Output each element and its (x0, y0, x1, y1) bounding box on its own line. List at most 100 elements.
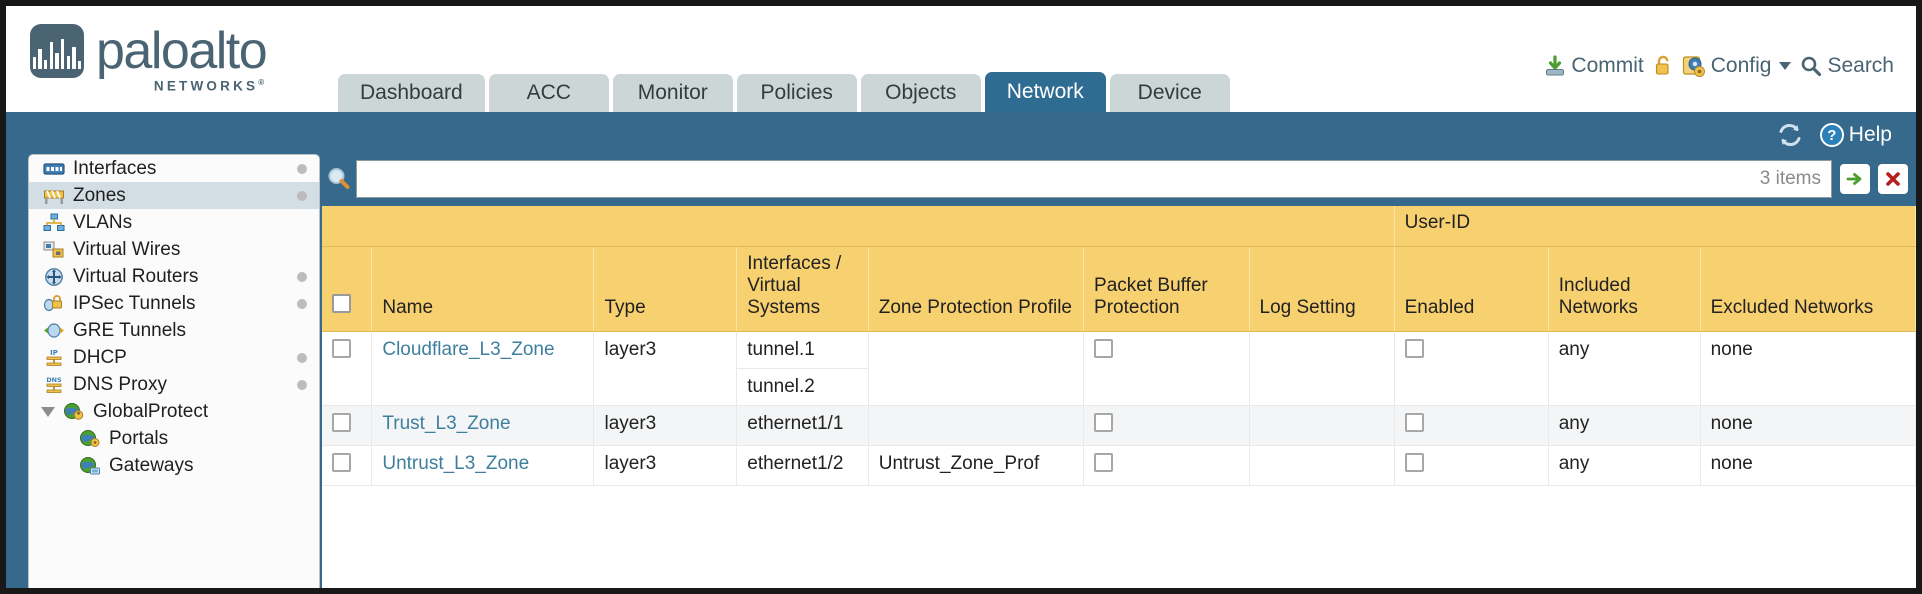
status-dot (297, 352, 307, 363)
userid-enabled-checkbox[interactable] (1404, 339, 1424, 358)
column-header-packet-buffer[interactable]: Packet Buffer Protection (1083, 246, 1250, 332)
tab-acc[interactable]: ACC (488, 74, 609, 112)
table-row[interactable]: Untrust_L3_Zone layer3 ethernet1/2 Untru… (322, 445, 1916, 486)
interface-entry: ethernet1/1 (747, 413, 844, 434)
sidebar-item-label: Interfaces (73, 157, 157, 179)
row-select-cell (322, 331, 373, 406)
commit-download-icon (1546, 55, 1565, 76)
sidebar-item-vlans[interactable]: VLANs (29, 209, 319, 236)
search-input[interactable]: 3 items (356, 160, 1832, 198)
sidebar-item-virtual-routers[interactable]: Virtual Routers (29, 263, 319, 290)
packet-buffer-checkbox[interactable] (1094, 339, 1114, 358)
cell-enabled (1394, 405, 1549, 446)
tab-monitor[interactable]: Monitor (612, 74, 733, 112)
gateways-icon (77, 456, 103, 476)
column-header-included[interactable]: Included Networks (1548, 246, 1701, 332)
svg-text:DNS: DNS (46, 376, 62, 384)
cell-log-setting (1249, 405, 1395, 446)
sidebar-item-zones[interactable]: Zones (29, 182, 319, 209)
vlans-icon (41, 213, 67, 232)
table-row[interactable]: Cloudflare_L3_Zone layer3 tunnel.1 tunne… (322, 331, 1916, 406)
column-header-enabled[interactable]: Enabled (1394, 246, 1549, 332)
sidebar-item-label: Zones (73, 184, 126, 206)
sidebar-item-ipsec-tunnels[interactable]: IPSec Tunnels (29, 290, 319, 317)
column-header-log-setting[interactable]: Log Setting (1249, 246, 1395, 332)
search-button[interactable]: Search (1800, 54, 1894, 78)
top-header: paloalto NETWORKS® Dashboard ACC Monitor… (6, 6, 1916, 112)
cell-included-networks: any (1548, 405, 1701, 446)
cell-type: layer3 (593, 405, 738, 446)
sidebar-item-label: GRE Tunnels (73, 319, 186, 341)
sidebar-item-virtual-wires[interactable]: Virtual Wires (29, 236, 319, 263)
sidebar-item-dhcp[interactable]: IP DHCP (29, 344, 319, 371)
column-header-type[interactable]: Type (593, 246, 738, 332)
main-nav-tabs: Dashboard ACC Monitor Policies Objects N… (338, 72, 1234, 112)
userid-enabled-checkbox[interactable] (1404, 413, 1424, 432)
config-menu[interactable]: Config (1682, 54, 1792, 78)
tab-network[interactable]: Network (984, 72, 1106, 112)
ipsec-tunnels-icon (41, 294, 67, 313)
brand-tagline: NETWORKS® (153, 78, 265, 94)
column-header-zone-protection[interactable]: Zone Protection Profile (868, 246, 1085, 332)
search-magnifier-icon[interactable] (322, 166, 356, 192)
dns-proxy-icon: DNS (41, 375, 67, 395)
search-icon (1802, 56, 1822, 77)
sidebar-item-interfaces[interactable]: Interfaces (29, 155, 319, 182)
column-header-excluded[interactable]: Excluded Networks (1700, 246, 1916, 332)
zones-icon (41, 187, 67, 205)
refresh-icon[interactable] (1776, 122, 1804, 148)
tab-objects[interactable]: Objects (860, 74, 981, 112)
virtual-routers-icon (41, 267, 67, 287)
commit-button[interactable]: Commit (1544, 54, 1644, 78)
tab-policies[interactable]: Policies (736, 74, 857, 112)
column-header-interfaces[interactable]: Interfaces / Virtual Systems (736, 246, 869, 332)
status-dot (297, 190, 307, 201)
tab-device[interactable]: Device (1109, 74, 1230, 112)
apply-arrow-icon (1846, 173, 1862, 185)
sidebar-item-label: GlobalProtect (93, 400, 209, 422)
brand-name: paloalto (96, 22, 268, 80)
packet-buffer-checkbox[interactable] (1094, 413, 1114, 432)
expand-triangle-icon[interactable] (41, 406, 55, 417)
cell-zone-protection (868, 405, 1085, 446)
sidebar-item-label: Gateways (109, 454, 194, 476)
clear-filter-button[interactable] (1878, 164, 1908, 194)
group-header-spacer (322, 206, 1395, 247)
sidebar-item-portals[interactable]: Portals (29, 425, 319, 452)
select-all-header (322, 246, 373, 332)
cell-interfaces: tunnel.1 tunnel.2 (736, 331, 869, 406)
cell-zone-protection (868, 331, 1085, 406)
userid-enabled-checkbox[interactable] (1404, 453, 1424, 472)
row-checkbox[interactable] (332, 413, 351, 432)
search-label: Search (1827, 54, 1894, 77)
help-button[interactable]: ? Help (1819, 123, 1892, 147)
table-row[interactable]: Trust_L3_Zone layer3 ethernet1/1 any non… (322, 405, 1916, 446)
help-label: Help (1848, 123, 1892, 146)
cell-packet-buffer (1083, 331, 1250, 406)
tab-dashboard[interactable]: Dashboard (338, 74, 485, 112)
sidebar-item-dns-proxy[interactable]: DNS DNS Proxy (29, 371, 319, 398)
zone-name-link[interactable]: Cloudflare_L3_Zone (382, 339, 555, 360)
column-header-name[interactable]: Name (371, 246, 595, 332)
apply-filter-button[interactable] (1840, 164, 1870, 194)
row-checkbox[interactable] (332, 339, 351, 358)
sidebar-item-gre-tunnels[interactable]: GRE Tunnels (29, 317, 319, 344)
sidebar-item-label: DHCP (73, 346, 127, 368)
content-area: 3 items (322, 154, 1916, 588)
sidebar-item-globalprotect[interactable]: GlobalProtect (29, 398, 319, 425)
help-question-icon: ? (1819, 123, 1844, 147)
cell-interfaces: ethernet1/1 (736, 405, 869, 446)
row-select-cell (322, 445, 373, 486)
padlock-icon (1655, 55, 1669, 75)
select-all-checkbox[interactable] (332, 294, 351, 313)
lock-button[interactable] (1653, 55, 1673, 77)
row-checkbox[interactable] (332, 453, 351, 472)
group-header-userid: User-ID (1394, 206, 1916, 247)
zone-name-link[interactable]: Trust_L3_Zone (382, 413, 511, 434)
search-row: 3 items (322, 154, 1916, 204)
cell-type: layer3 (593, 445, 738, 486)
sidebar-item-gateways[interactable]: Gateways (29, 452, 319, 479)
zone-name-link[interactable]: Untrust_L3_Zone (382, 453, 530, 474)
status-dot (297, 163, 307, 174)
packet-buffer-checkbox[interactable] (1094, 453, 1114, 472)
